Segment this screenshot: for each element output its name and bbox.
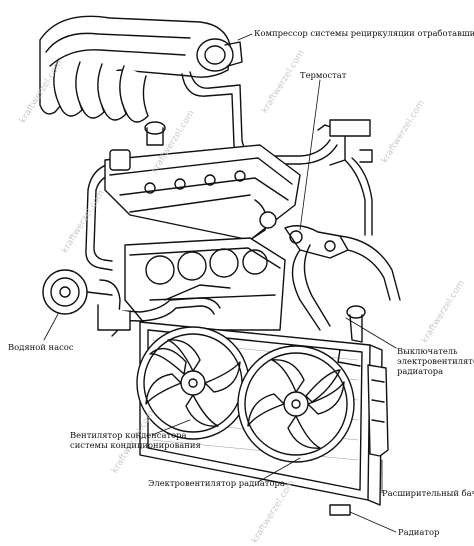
water-pump — [42, 269, 121, 337]
label-radiator-fan: Электровентилятор радиатора — [148, 478, 285, 488]
lower-hose — [97, 297, 221, 331]
label-fan-switch-line3: радиатора — [397, 366, 444, 376]
cylinder-head — [104, 121, 301, 241]
label-fan-switch-line1: Выключатель — [397, 346, 458, 356]
thermostat-housing — [284, 119, 401, 331]
expansion-tank — [337, 305, 389, 457]
label-water-pump: Водяной насос — [8, 342, 74, 352]
label-condenser-fan-line2: системы кондиционирования — [70, 440, 201, 450]
intake-manifold — [39, 15, 243, 123]
engine-block — [124, 237, 286, 331]
label-radiator: Радиатор — [398, 527, 440, 537]
label-egr-compressor: Компрессор системы рециркуляции отработа… — [254, 28, 474, 38]
label-fan-switch: Выключатель электровентилятора радиатора — [397, 346, 474, 376]
label-expansion-tank: Расширительный бачок — [382, 488, 474, 498]
label-thermostat: Термостат — [300, 70, 347, 80]
leader-lines — [43, 33, 397, 533]
label-fan-switch-line2: электровентилятора — [397, 356, 474, 366]
label-condenser-fan-line1: Вентилятор конденсатора — [70, 430, 187, 440]
label-condenser-fan: Вентилятор конденсатора системы кондицио… — [70, 430, 201, 450]
condenser-fan — [136, 326, 250, 440]
radiator-fan — [237, 345, 355, 463]
